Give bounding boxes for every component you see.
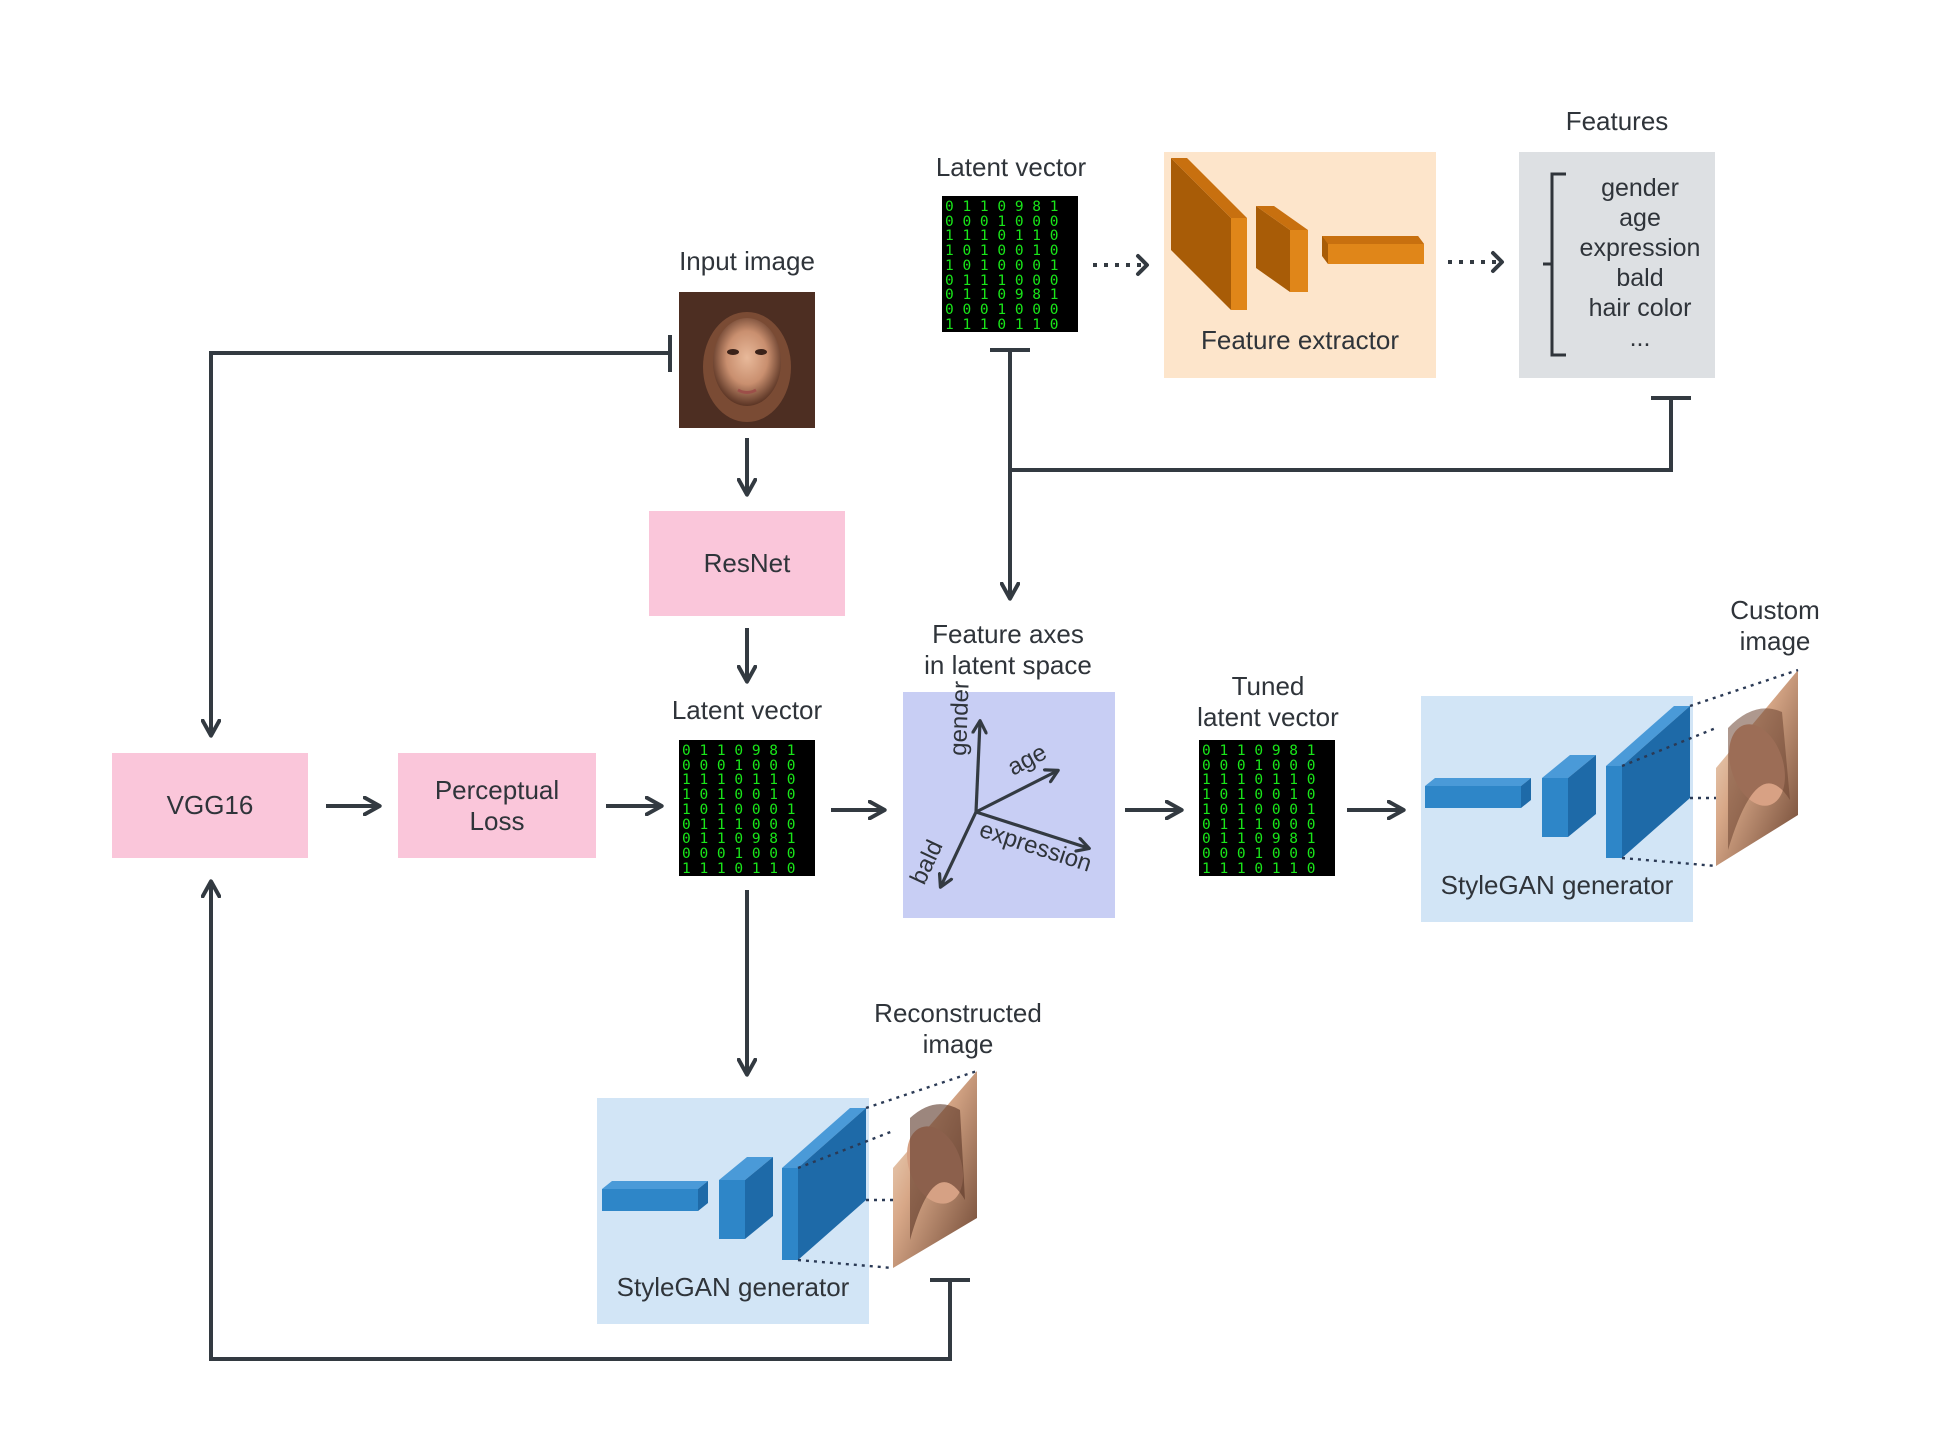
expression-axis <box>975 810 1088 848</box>
latent-vector-top-label: Latent vector <box>935 152 1087 182</box>
perceptual-loss-box: Perceptual Loss <box>398 753 596 858</box>
latent-axes-diagram <box>941 722 1088 886</box>
perceptual-loss-label: Perceptual Loss <box>434 774 560 836</box>
dotted-arrowhead-features <box>1491 251 1504 273</box>
expression-axis-label: expression <box>976 816 1095 878</box>
feature-extractor-label: Feature extractor <box>1201 325 1399 355</box>
flow-arrows <box>211 351 1402 1361</box>
feature-item-age: age <box>1619 204 1661 232</box>
feature-item-expression: expression <box>1579 234 1701 262</box>
features-label: Features <box>1565 106 1669 136</box>
vgg16-box: VGG16 <box>112 753 308 858</box>
features-list: gender age expression bald hair color ..… <box>1560 173 1720 353</box>
feature-axes-label: Feature axes in latent space <box>924 619 1092 680</box>
features-bracket <box>1543 172 1566 357</box>
projection-dotted-lines <box>797 668 1799 1270</box>
latent-vector-mid-label: Latent vector <box>671 695 823 725</box>
reconstructed-image-label: Reconstructed image <box>874 998 1042 1059</box>
stylegan-right-layers <box>1425 706 1690 858</box>
resnet-label: ResNet <box>703 548 791 578</box>
dotted-arrowhead-extractor <box>1136 254 1149 276</box>
input-image-icon <box>679 292 815 428</box>
gender-axis-label: gender <box>945 681 975 757</box>
stylegan-right-label: StyleGAN generator <box>1440 870 1674 900</box>
dotted-arrows <box>1093 260 1500 267</box>
feature-extractor-layers <box>1171 158 1424 310</box>
vgg16-label: VGG16 <box>166 790 254 820</box>
custom-image-icon <box>1716 670 1798 866</box>
age-axis-label: age <box>1003 739 1051 782</box>
tuned-latent-label: Tuned latent vector <box>1197 671 1339 732</box>
feature-item-hair-color: hair color <box>1588 294 1692 322</box>
resnet-box: ResNet <box>649 511 845 616</box>
feature-item-bald: bald <box>1616 264 1664 292</box>
custom-image-label: Custom image <box>1730 595 1820 656</box>
age-axis <box>975 771 1057 814</box>
stylegan-bottom-layers <box>602 1108 866 1260</box>
feature-item-ellipsis: ... <box>1629 324 1651 352</box>
arrow-input-to-vgg <box>211 351 672 734</box>
reconstructed-image-icon <box>893 1071 977 1268</box>
bald-axis <box>941 811 978 886</box>
flow-connectors <box>211 335 1691 1361</box>
stylegan-bottom-label: StyleGAN generator <box>616 1272 850 1302</box>
gender-axis <box>976 722 980 813</box>
feature-item-gender: gender <box>1601 174 1679 202</box>
input-image-label: Input image <box>679 246 815 276</box>
